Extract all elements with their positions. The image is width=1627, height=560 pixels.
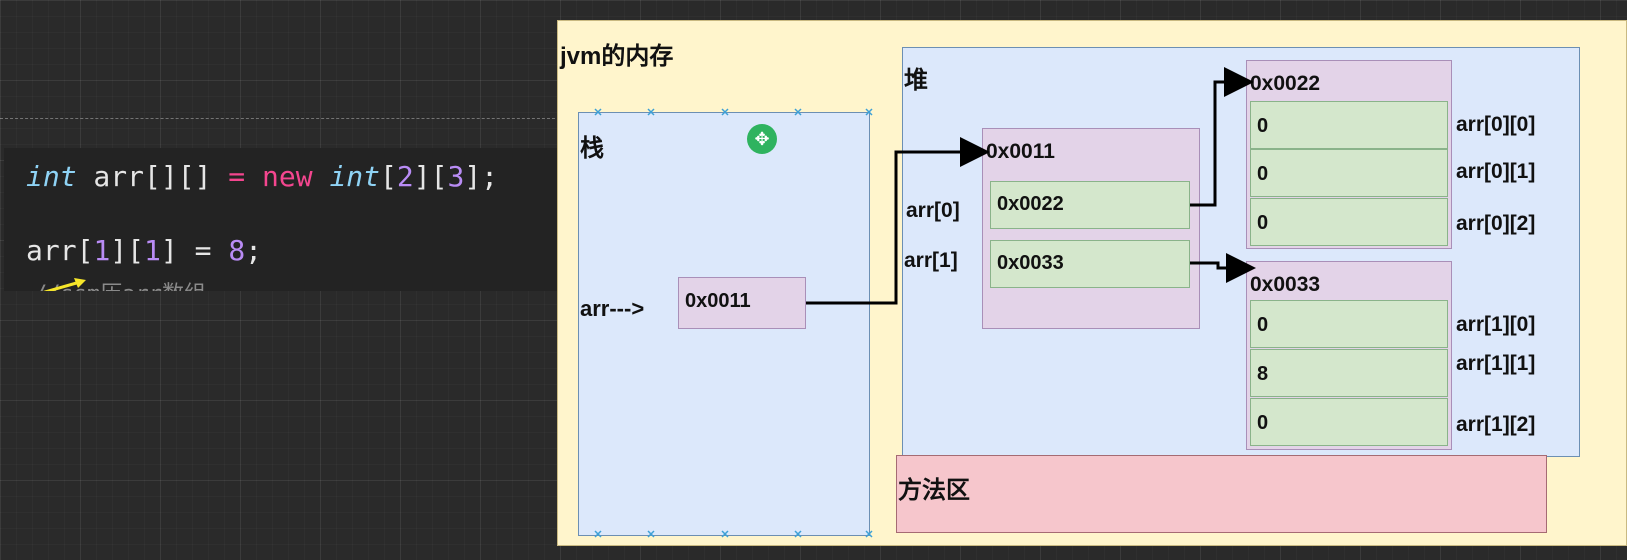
code-identifier: arr[][] — [76, 160, 229, 193]
heap-title: 堆 — [904, 67, 928, 94]
stack-variable-value: 0x0011 — [685, 290, 751, 312]
move-icon[interactable]: ✥ — [747, 124, 777, 154]
inner-array-cell: 0 — [1250, 149, 1448, 197]
code-comment: //ssm历arr数组 — [34, 276, 206, 291]
outer-array-cell: 0x0033 — [990, 240, 1190, 288]
cell-label: arr[0][0] — [1456, 113, 1536, 136]
inner-array-cell: 0 — [1250, 101, 1448, 149]
cell-value: 0 — [1257, 115, 1269, 137]
cell-label: arr[1][0] — [1456, 313, 1536, 336]
cursor-arrow-icon — [43, 278, 86, 291]
code-bracket: ]; — [464, 160, 499, 193]
cell-value: 0x0033 — [997, 252, 1064, 274]
cell-label: arr[1][2] — [1456, 413, 1536, 436]
cell-label: arr[0] — [906, 199, 960, 222]
cell-label: arr[0][2] — [1456, 212, 1536, 235]
keyword-int: int — [26, 160, 77, 193]
arrow-stack-to-outer-array — [806, 137, 990, 305]
cell-label: arr[1][1] — [1456, 352, 1536, 375]
keyword-new: new — [262, 160, 313, 193]
cell-value: 8 — [1257, 363, 1269, 385]
cell-value: 0 — [1257, 212, 1269, 234]
cell-value: 0 — [1257, 163, 1269, 185]
inner-array-cell: 0 — [1250, 300, 1448, 348]
code-bracket: [ — [380, 160, 397, 193]
inner-array-address: 0x0022 — [1250, 72, 1321, 95]
code-snippet: int arr[][] = new int[2][3]; arr[1][1] =… — [4, 148, 559, 291]
cell-value: 0x0022 — [997, 193, 1064, 215]
cell-value: 0 — [1257, 412, 1269, 434]
arrow-arr1-to-0x0033 — [1190, 253, 1256, 283]
code-semicolon: ; — [245, 234, 263, 267]
stack-variable-label: arr---> — [580, 296, 645, 321]
guide-dashed-line — [0, 118, 560, 119]
inner-array-cell: 0 — [1250, 398, 1448, 446]
code-bracket: ][ — [413, 160, 448, 193]
inner-array-cell: 0 — [1250, 198, 1448, 246]
code-number: 8 — [228, 234, 246, 267]
code-identifier: arr[ — [26, 234, 94, 267]
cell-label: arr[1] — [904, 249, 958, 272]
code-number: 3 — [447, 160, 465, 193]
code-operator: ] = — [160, 234, 229, 267]
panel-title: jvm的内存 — [560, 43, 674, 70]
cell-value: 0 — [1257, 314, 1269, 336]
inner-array-address: 0x0033 — [1250, 273, 1321, 296]
cell-label: arr[0][1] — [1456, 160, 1536, 183]
method-area-title: 方法区 — [898, 477, 970, 504]
stack-title: 栈 — [580, 135, 604, 162]
keyword-int-type: int — [329, 160, 381, 193]
outer-array-address: 0x0011 — [986, 140, 1055, 163]
code-bracket: ][ — [110, 234, 145, 267]
method-area — [896, 455, 1547, 533]
code-number: 2 — [396, 160, 414, 193]
code-line-declaration: int arr[][] = new int[2][3]; — [26, 160, 498, 193]
arrow-arr0-to-0x0022 — [1190, 67, 1254, 207]
stack-resize-handles — [594, 108, 873, 538]
code-line-assignment: arr[1][1] = 8; — [26, 234, 262, 267]
code-number: 1 — [144, 234, 161, 267]
code-number: 1 — [93, 234, 111, 267]
stack-variable-box: 0x0011 — [678, 277, 806, 329]
outer-array-cell: 0x0022 — [990, 181, 1190, 229]
inner-array-cell: 8 — [1250, 349, 1448, 397]
code-operator: = — [228, 160, 246, 193]
